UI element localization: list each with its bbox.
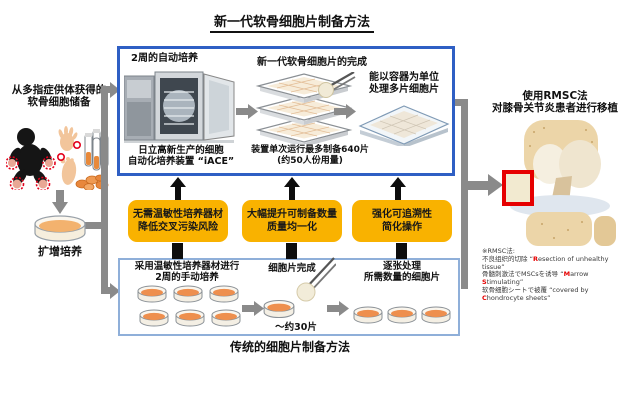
traditional-title: 传统的细胞片制备方法 xyxy=(229,340,350,354)
transplant-site-highlight xyxy=(502,170,534,206)
baby-silhouette-icon xyxy=(6,128,56,190)
black-connector-bar xyxy=(396,243,407,259)
sheet-done-label: 细胞片完成 xyxy=(268,263,316,274)
connector-left-vertical xyxy=(101,86,108,294)
rmsc-footnote: ※RMSC法: 不良组织的切除 “Resection of unhealthy … xyxy=(482,247,624,303)
tweezers-icon xyxy=(318,72,356,98)
completion-label: 新一代软骨细胞片的完成 xyxy=(257,57,367,68)
container-unit-label: 能以容器为单位 处理多片细胞片 xyxy=(369,72,439,95)
single-dish xyxy=(263,299,295,319)
benefit-box-2: 大幅提升可制备数量质量均一化 xyxy=(242,200,342,242)
transplant-arrowhead xyxy=(488,174,503,196)
connector-to-traditional xyxy=(101,287,113,294)
black-connector-bar xyxy=(172,243,183,259)
arrowhead-into-traditional xyxy=(110,283,120,299)
process-sheets-label: 逐张处理 所需数量的细胞片 xyxy=(363,261,440,284)
arrowhead-into-new-method xyxy=(110,82,120,98)
cell-sheet-tray-stack xyxy=(257,72,356,144)
down-arrow-icon xyxy=(52,190,68,214)
up-arrow-icon xyxy=(390,177,406,200)
connector-from-dish xyxy=(85,222,101,229)
connector-to-new-method xyxy=(101,86,113,93)
sheet-count-label: ～约30片 xyxy=(275,322,317,333)
culture-machine-image xyxy=(124,71,235,143)
single-container-tray xyxy=(358,105,450,146)
footnote-line: 骨髓刺激法でMSCsを诱导 “Marrow Stimulating” xyxy=(482,270,589,287)
manual-culture-label: 采用温敏性培养器材进行 2周的手动培养 xyxy=(134,261,240,284)
knee-joint-illustration xyxy=(502,120,616,246)
tweezers-icon xyxy=(296,257,336,302)
right-arrow-icon xyxy=(334,104,356,119)
auto-culture-label: 2周的自动培养 xyxy=(131,53,198,64)
transplant-label: 使用RMSC法 对膝骨关节炎患者进行移植 xyxy=(492,90,618,115)
page-title: 新一代软骨细胞片制备方法 xyxy=(120,11,464,33)
footnote-title: ※RMSC法: xyxy=(482,247,515,255)
up-arrow-icon xyxy=(284,177,300,200)
foot-icon xyxy=(56,152,77,185)
benefit-box-3: 强化可追溯性简化操作 xyxy=(352,200,452,242)
benefit-box-1: 无需温敏性培养器材降低交叉污染风险 xyxy=(128,200,228,242)
expansion-culture-label: 扩增培养 xyxy=(38,245,82,258)
manual-dishes-group xyxy=(137,285,241,327)
black-connector-bar xyxy=(286,243,297,259)
machine-caption: 日立高新生产的细胞 自动化培养装置 “iACE” xyxy=(127,145,235,168)
footnote-lines: 不良组织的切除 “Resection of unhealthy tissue”骨… xyxy=(482,254,624,303)
connector-right-vertical xyxy=(461,99,468,289)
hand-icon xyxy=(58,126,82,151)
right-arrow-icon xyxy=(242,301,264,316)
footnote-line: 软骨细胞シートで被覆 “covered by Chondrocyte sheet… xyxy=(482,285,589,302)
processed-dishes-group xyxy=(353,306,451,324)
donor-icons xyxy=(6,126,109,190)
capacity-caption: 装置单次运行最多制备640片 (约50人份用量) xyxy=(251,145,369,166)
footnote-line: 不良组织的切除 “Resection of unhealthy tissue” xyxy=(482,254,609,271)
up-arrow-icon xyxy=(170,177,186,200)
donor-stock-label: 从多指症供体获得的 软骨细胞储备 xyxy=(11,84,107,109)
right-arrow-icon xyxy=(327,301,349,316)
transplant-arrow-bar xyxy=(466,181,488,190)
expansion-petri-dish xyxy=(34,215,86,242)
right-arrow-icon xyxy=(236,104,258,119)
